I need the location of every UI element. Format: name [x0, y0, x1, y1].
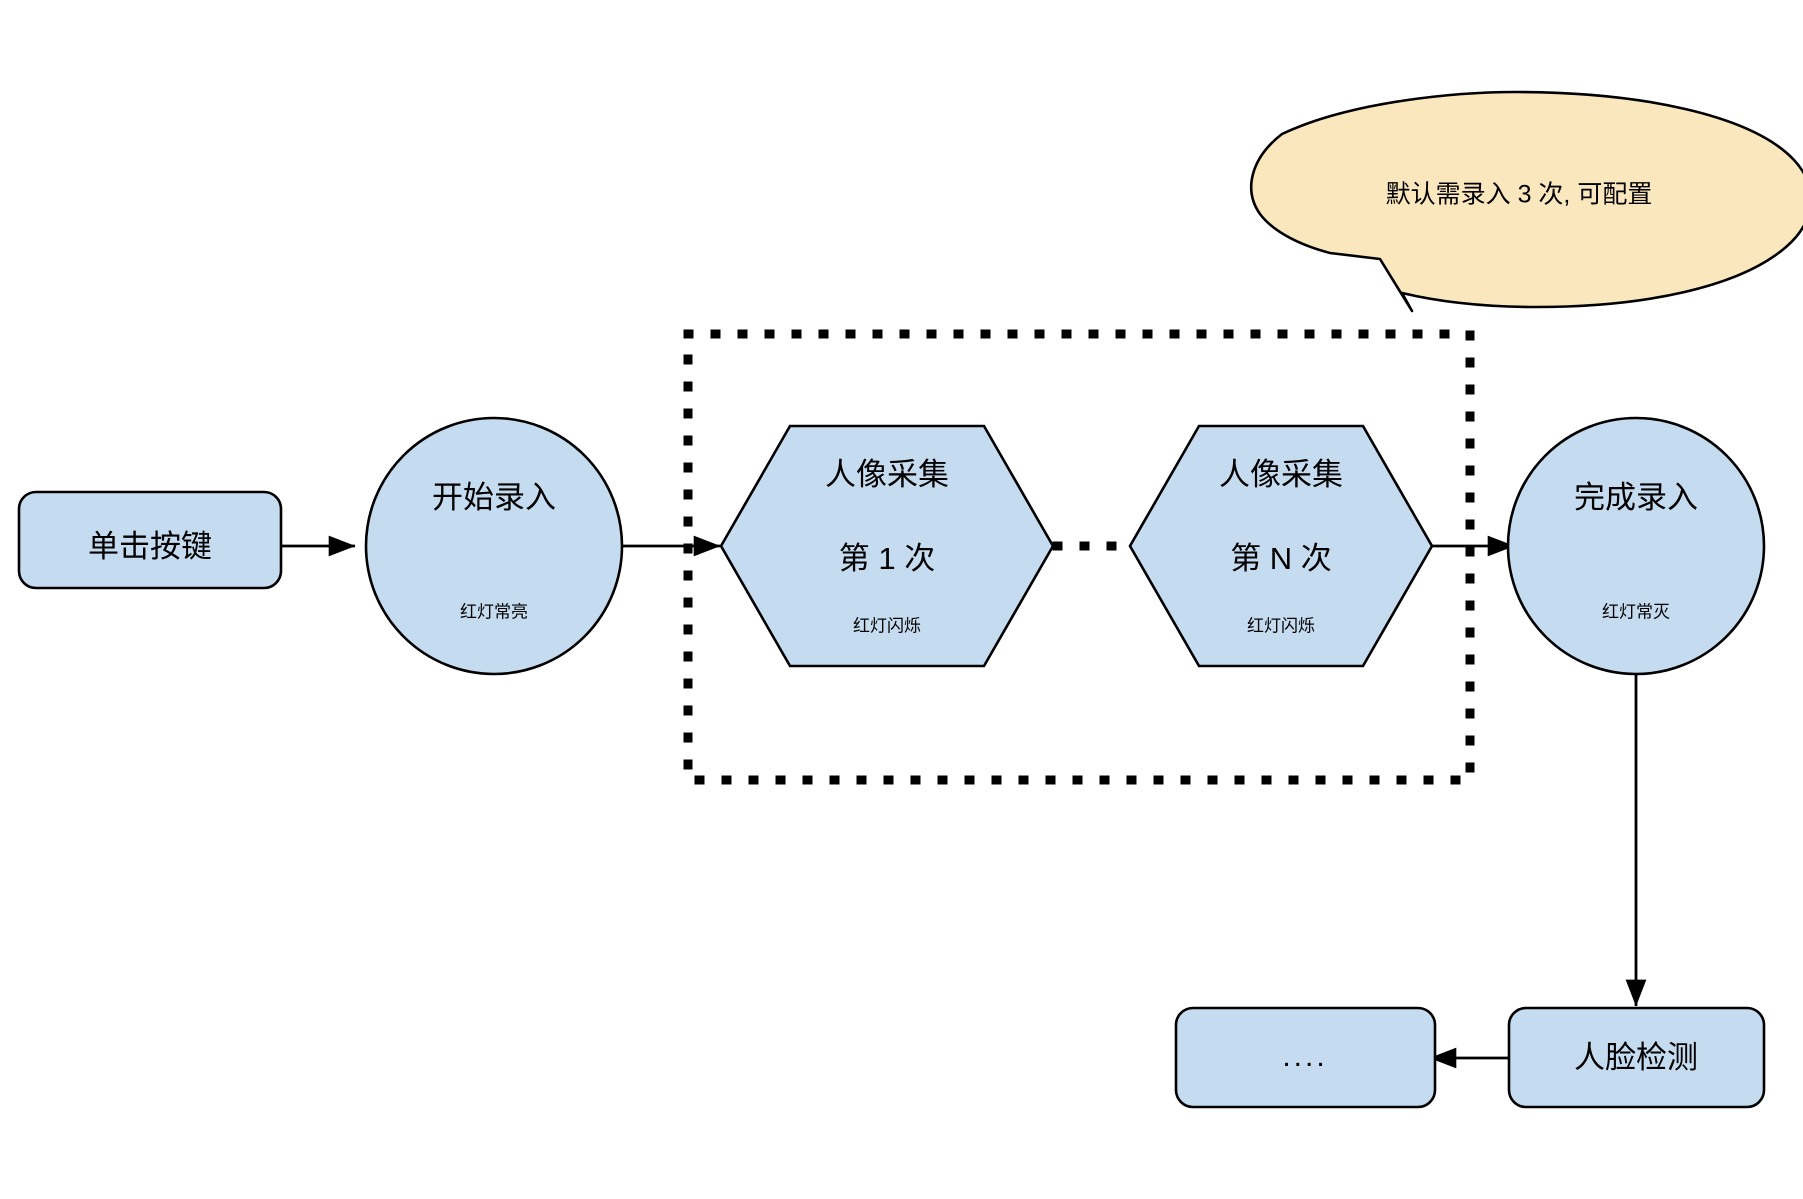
more-steps-shape[interactable]	[1174, 1006, 1437, 1109]
node-finish-enroll[interactable]: 完成录入 红灯常灭	[1506, 416, 1766, 676]
capture-first-status: 红灯闪烁	[853, 616, 921, 635]
finish-enroll-status: 红灯常灭	[1602, 602, 1670, 621]
capture-nth-sublabel: 第 N 次	[1230, 541, 1332, 576]
face-detect-shape[interactable]	[1507, 1006, 1766, 1109]
loop-region-boundary	[683, 329, 1475, 785]
callout-text: 默认需录入 3 次, 可配置	[1386, 181, 1653, 209]
face-detect-label: 人脸检测	[1574, 1040, 1698, 1075]
node-click-button[interactable]: 单击按键	[17, 490, 283, 590]
click-button-shape[interactable]	[17, 490, 283, 590]
finish-enroll-label: 完成录入	[1574, 480, 1698, 515]
capture-nth-shape[interactable]	[1128, 424, 1434, 668]
capture-nth-status: 红灯闪烁	[1247, 616, 1315, 635]
node-start-enroll[interactable]: 开始录入 红灯常亮	[364, 416, 624, 676]
node-face-detect[interactable]: 人脸检测	[1507, 1006, 1766, 1109]
click-button-label: 单击按键	[88, 529, 212, 564]
start-enroll-status: 红灯常亮	[460, 602, 528, 621]
capture-nth-label: 人像采集	[1219, 457, 1343, 492]
start-enroll-shape[interactable]	[364, 416, 624, 676]
more-steps-label: ....	[1282, 1040, 1327, 1073]
start-enroll-label: 开始录入	[432, 480, 556, 515]
finish-enroll-shape[interactable]	[1506, 416, 1766, 676]
callout-bubble: 默认需录入 3 次, 可配置	[1249, 90, 1803, 313]
capture-first-label: 人像采集	[825, 457, 949, 492]
capture-first-sublabel: 第 1 次	[839, 541, 935, 576]
node-capture-nth[interactable]: 人像采集 第 N 次 红灯闪烁	[1128, 424, 1434, 668]
callout-shape	[1249, 90, 1803, 313]
node-capture-first[interactable]: 人像采集 第 1 次 红灯闪烁	[719, 424, 1055, 668]
node-more-steps[interactable]: ....	[1174, 1006, 1437, 1109]
